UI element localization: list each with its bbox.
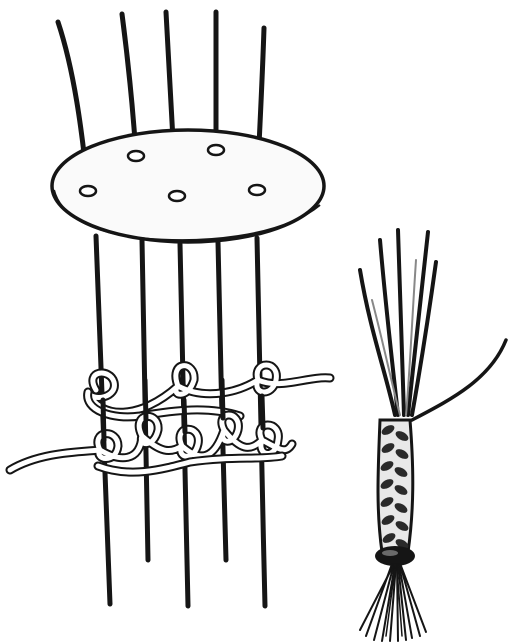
wire: [398, 230, 404, 415]
disc-hole: [249, 185, 265, 195]
upper-loop-row: [88, 365, 330, 417]
frayed-ends: [360, 564, 426, 641]
braid-knot: [375, 546, 415, 566]
upper-cord-fill: [88, 365, 330, 412]
disc-hole: [128, 151, 144, 161]
braided-bundle: [360, 230, 506, 641]
disc-hole: [208, 145, 224, 155]
spacer-disc: [52, 12, 324, 242]
upper-cord-outline: [88, 365, 330, 412]
disc-hole: [80, 186, 96, 196]
lower-loop-row: [10, 415, 292, 472]
loose-wires: [360, 230, 436, 415]
braid-knot-highlight: [382, 550, 398, 556]
disc-hole: [169, 191, 185, 201]
side-wire: [412, 340, 506, 420]
